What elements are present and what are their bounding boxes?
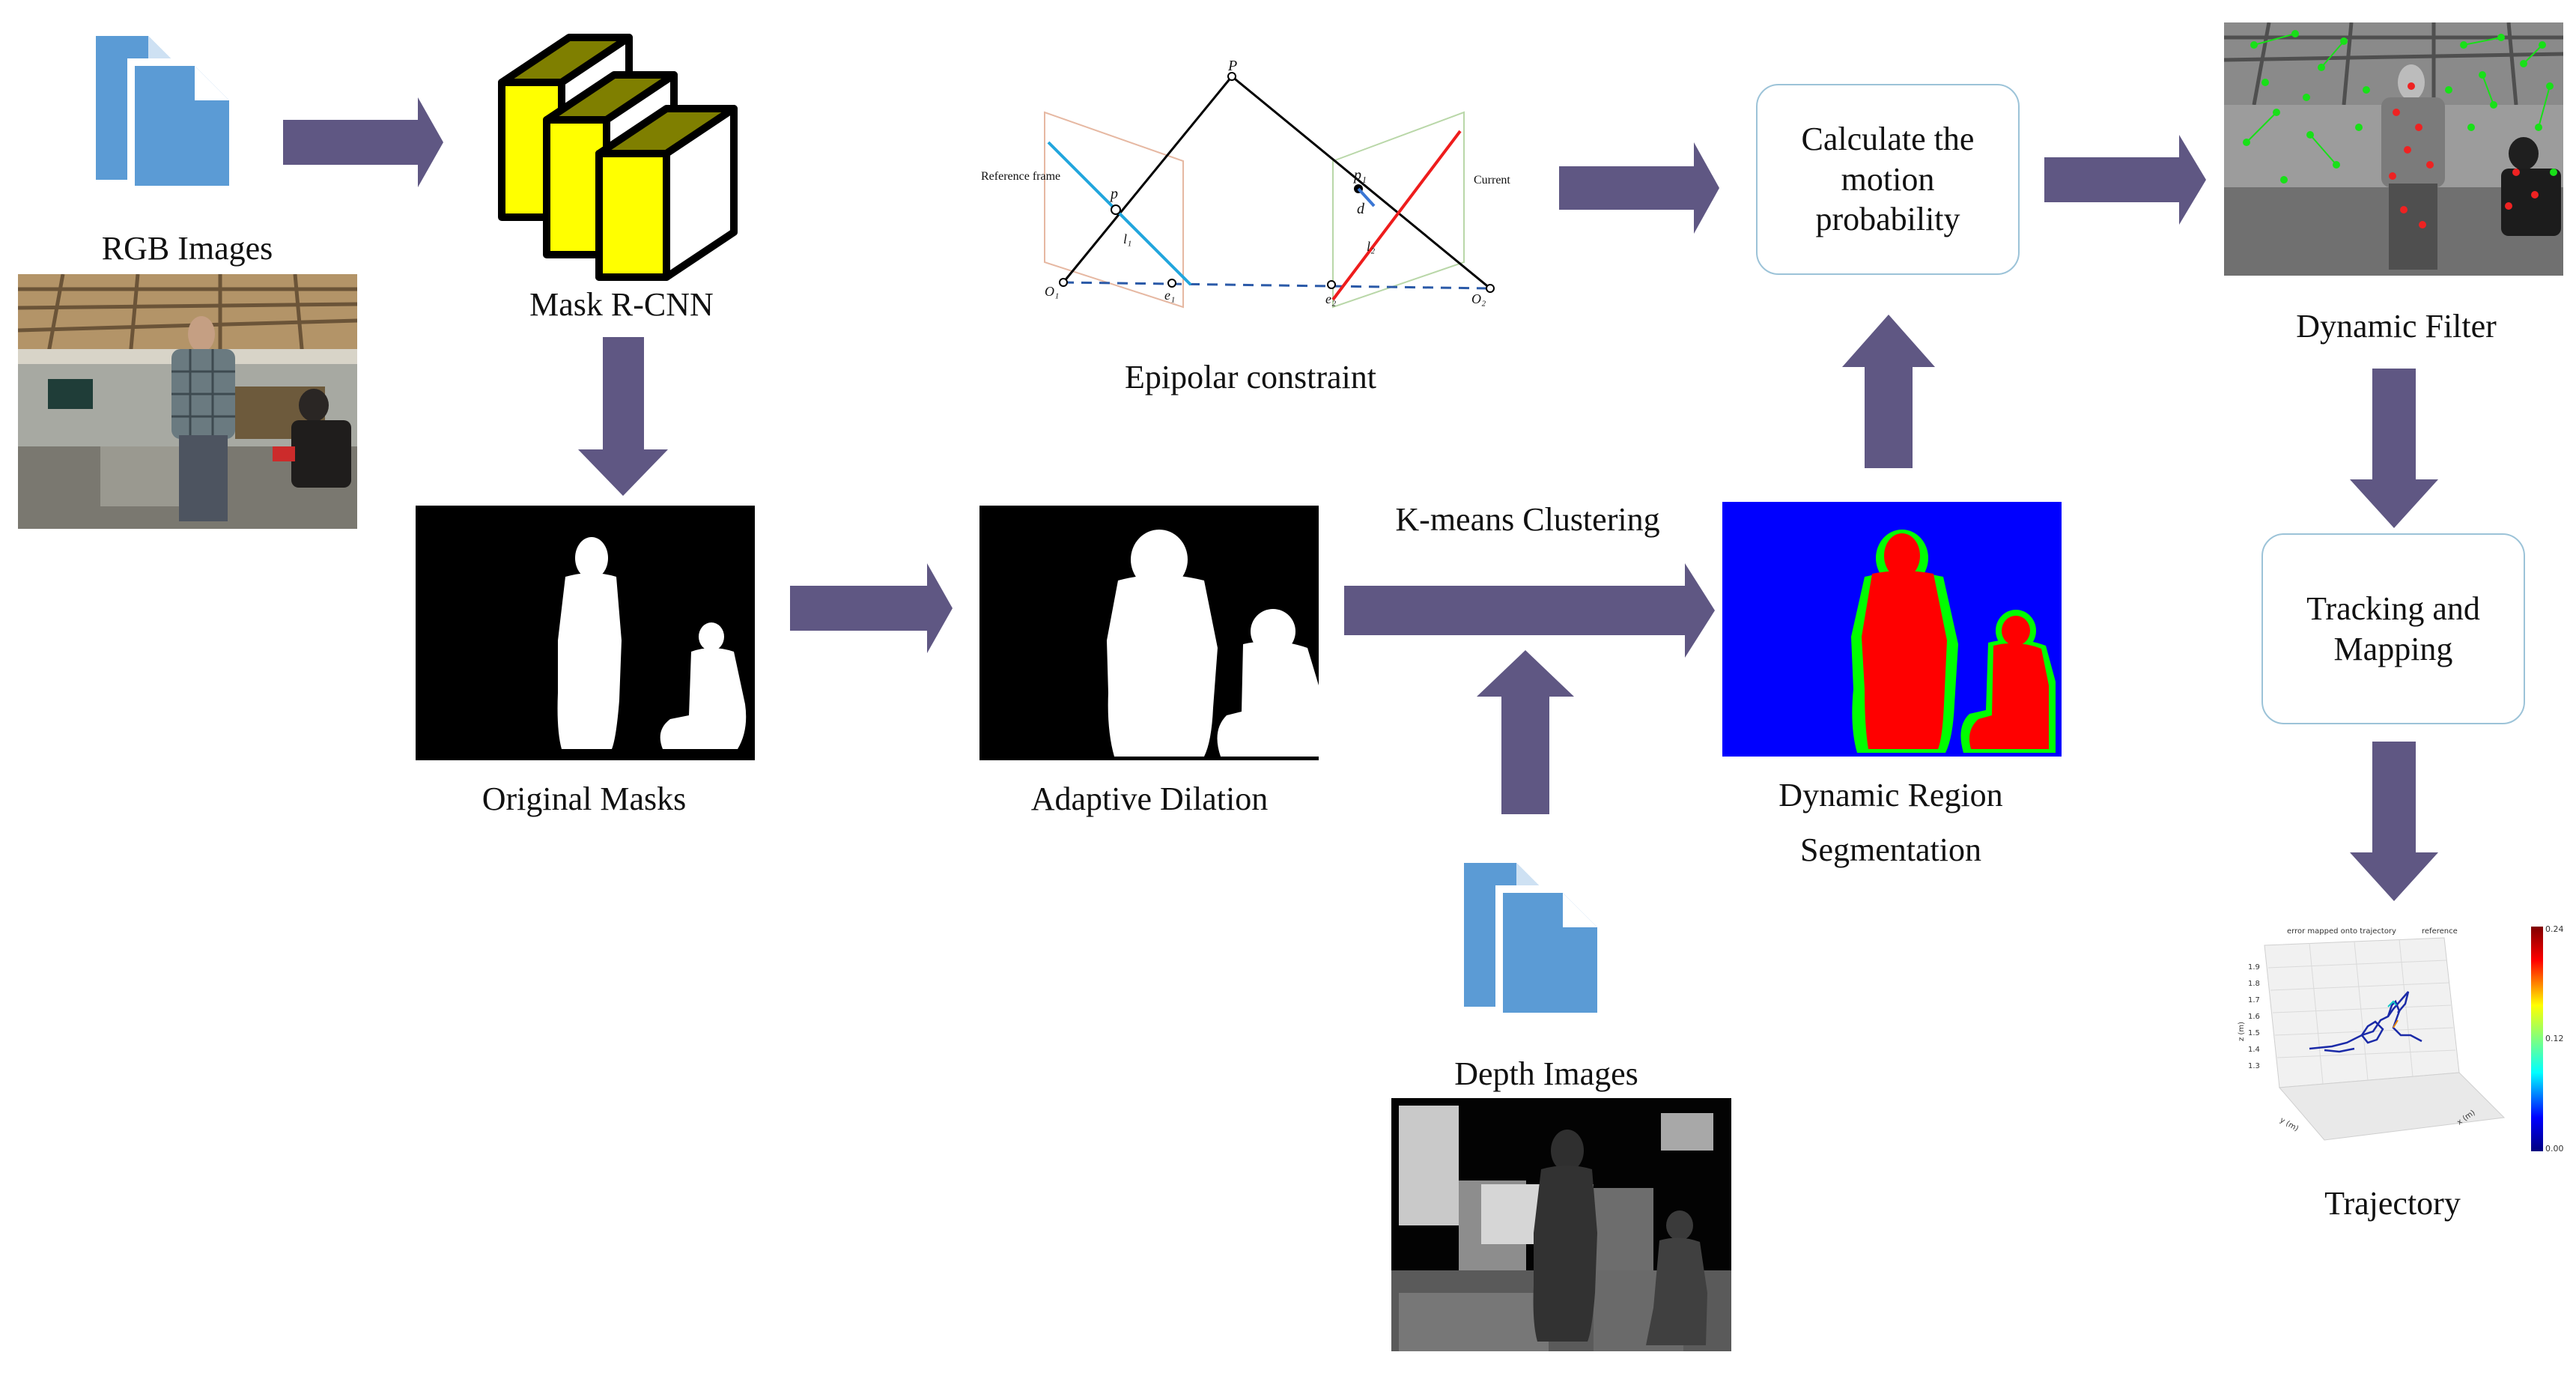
z-tick-label: 1.5 [2248, 1029, 2260, 1037]
colorbar-max: 0.246 [2545, 924, 2564, 934]
arrow-depth-up [1477, 650, 1574, 814]
adaptive-dilation-label: Adaptive Dilation [1030, 781, 1269, 817]
arrow-rgb-to-cnn [283, 97, 443, 187]
arrow-dilation-to-segmentation [1344, 563, 1715, 658]
kmeans-clustering-label: K-means Clustering [1395, 501, 1660, 538]
plot-title: error mapped onto trajectory [2287, 927, 2396, 936]
epipolar-diagram: P p p₁ d l₁ l₂ O₁ O₂ e₁ e₂ Reference fra… [973, 60, 1513, 322]
arrow-filter-to-tracking [2350, 369, 2438, 528]
arrow-segmentation-to-motion [1842, 315, 1935, 468]
mask-rcnn-label: Mask R-CNN [529, 286, 714, 323]
arrow-epipolar-to-motion [1559, 142, 1719, 234]
y-axis-label: y (m) [2279, 1116, 2300, 1133]
trajectory-plot: 0.246 0.124 0.003 error mapped onto traj… [2235, 923, 2564, 1155]
arrow-masks-to-dilation [790, 563, 953, 653]
dynamic-region-segmentation-image [1722, 502, 2062, 757]
arrow-tracking-to-trajectory [2350, 742, 2438, 901]
z-tick-label: 1.9 [2248, 963, 2260, 972]
arrow-cnn-to-masks [578, 337, 668, 496]
z-tick-label: 1.6 [2248, 1013, 2260, 1021]
svg-text:p₁: p₁ [1352, 167, 1367, 184]
dynamic-region-label-line1: Dynamic Region [1778, 777, 2003, 813]
original-masks-label: Original Masks [482, 781, 687, 817]
tracking-mapping-box: Tracking and Mapping [2261, 533, 2525, 724]
svg-text:l₂: l₂ [1367, 239, 1375, 254]
z-tick-label: 1.4 [2248, 1046, 2260, 1054]
depth-sample-image [1391, 1098, 1731, 1351]
point-P-label: P [1227, 60, 1237, 74]
plot-legend: reference [2422, 927, 2458, 936]
rgb-sample-photo [18, 274, 357, 529]
svg-text:d: d [1357, 201, 1365, 217]
epipolar-constraint-label: Epipolar constraint [1124, 359, 1376, 395]
svg-text:e₁: e₁ [1164, 288, 1175, 303]
colorbar-min: 0.003 [2545, 1144, 2564, 1154]
dynamic-filter-label: Dynamic Filter [2296, 308, 2497, 345]
z-axis-label: z (m) [2238, 1022, 2246, 1041]
z-tick-label: 1.3 [2248, 1062, 2260, 1070]
rgb-document-icon [96, 36, 246, 192]
original-masks-image [416, 506, 755, 760]
reference-frame-label: Reference frame [981, 170, 1060, 183]
current-frame-label: Current frame [1474, 174, 1513, 187]
svg-text:l₁: l₁ [1123, 231, 1131, 246]
adaptive-dilation-image [979, 506, 1319, 760]
dynamic-region-label-line2: Segmentation [1800, 831, 1981, 868]
depth-document-icon [1464, 863, 1614, 1019]
z-tick-label: 1.8 [2248, 980, 2260, 988]
motion-probability-box: Calculate the motion probability [1756, 84, 2020, 275]
colorbar-mid: 0.124 [2545, 1034, 2564, 1043]
current-frame-plane [1332, 111, 1465, 309]
mask-rcnn-icon [487, 22, 756, 285]
svg-text:O₂: O₂ [1471, 291, 1486, 306]
arrow-motion-to-filter [2044, 135, 2206, 225]
z-tick-label: 1.7 [2248, 996, 2260, 1004]
svg-text:e₂: e₂ [1325, 291, 1336, 306]
dynamic-filter-image [2224, 22, 2563, 276]
reference-frame-plane [1044, 111, 1184, 309]
depth-images-label: Depth Images [1454, 1055, 1638, 1092]
rgb-images-label: RGB Images [101, 230, 273, 267]
trajectory-label: Trajectory [2324, 1185, 2461, 1222]
svg-text:p: p [1109, 186, 1118, 202]
svg-text:O₁: O₁ [1045, 284, 1059, 299]
